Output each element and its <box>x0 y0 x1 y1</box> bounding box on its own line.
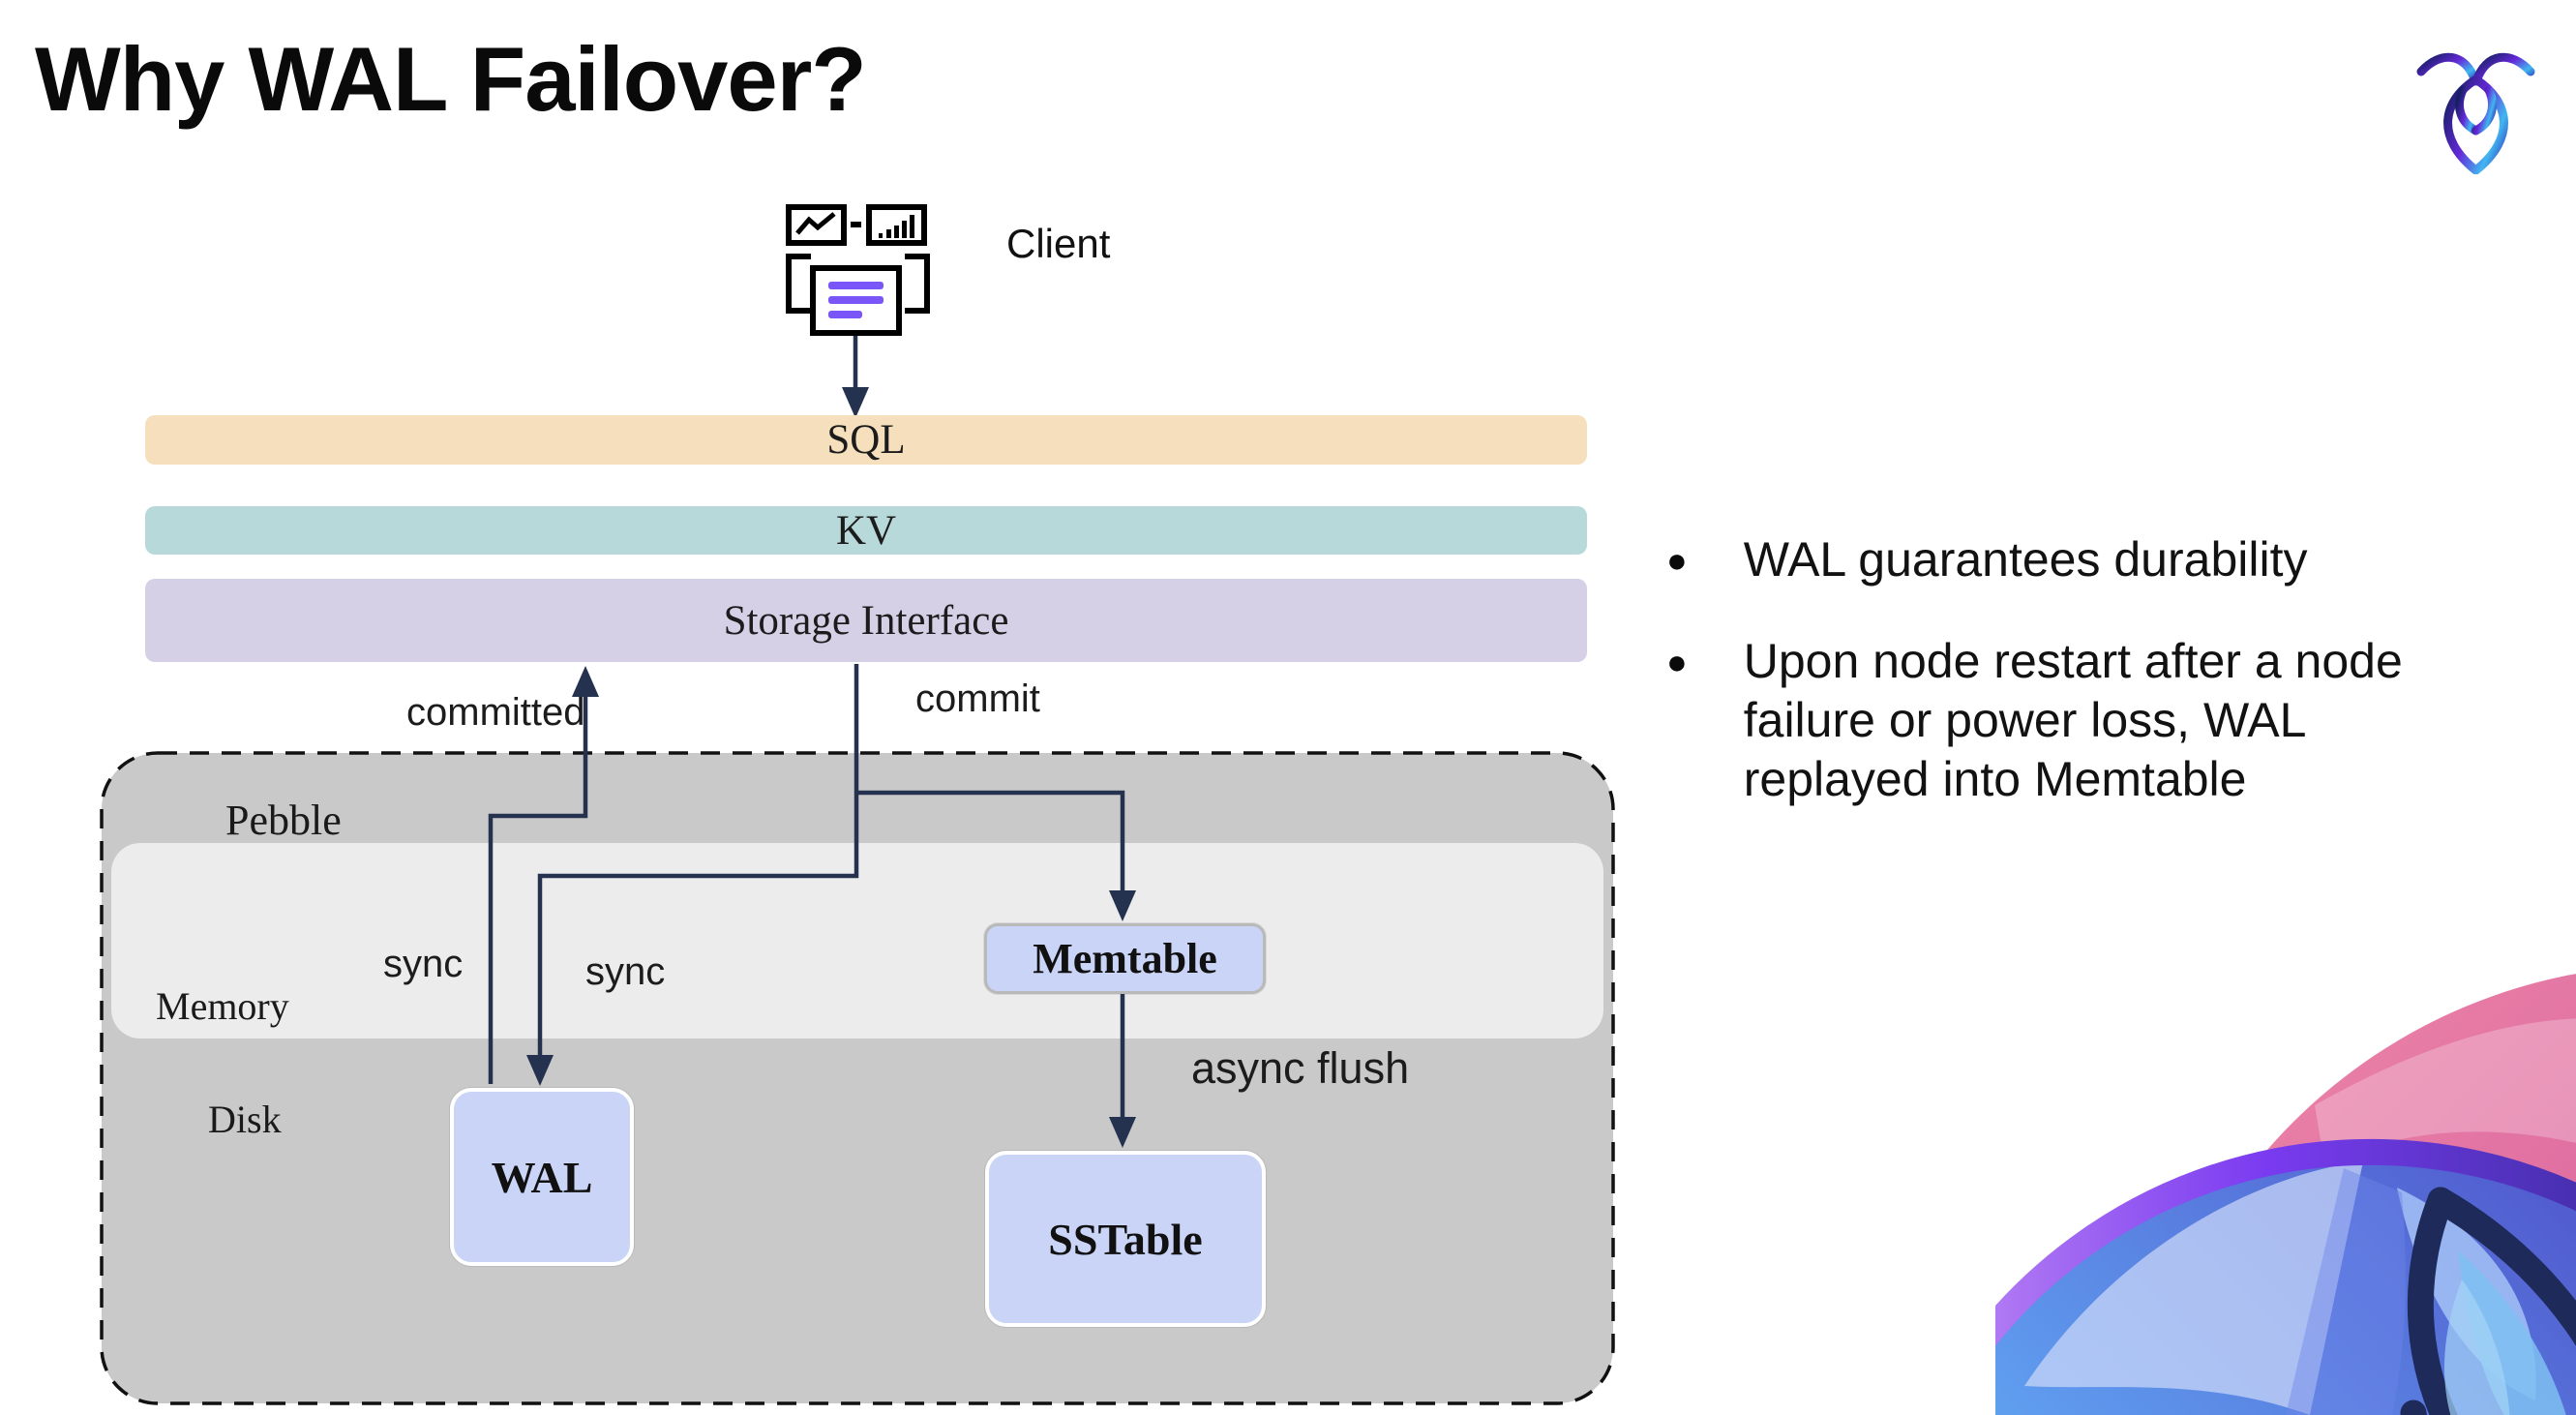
page-title: Why WAL Failover? <box>35 28 867 130</box>
line-chart-icon <box>786 204 847 246</box>
edge-commit-sync <box>537 664 859 1059</box>
sstable-label: SSTable <box>1048 1214 1203 1264</box>
list-item: ● Upon node restart after a node failure… <box>1666 632 2499 809</box>
layer-kv: KV <box>145 506 1587 555</box>
sync-right-label: sync <box>585 950 666 993</box>
node-sstable: SSTable <box>985 1151 1266 1327</box>
document-icon <box>810 265 902 336</box>
bar-chart-icon <box>866 204 927 246</box>
committed-label: committed <box>406 691 585 734</box>
edge-commit-memtable <box>856 790 1125 894</box>
layer-storage-interface: Storage Interface <box>145 579 1587 662</box>
dash-connector <box>851 222 861 227</box>
purple-arc <box>1995 1138 2576 1346</box>
client-label: Client <box>1006 221 1111 266</box>
bullet-list: ● WAL guarantees durability ● Upon node … <box>1666 530 2499 852</box>
arrowhead-sync-wal <box>526 1055 554 1086</box>
cockroachdb-logo-icon <box>2416 52 2535 174</box>
arrowhead-sstable <box>1109 1117 1136 1148</box>
node-wal: WAL <box>450 1088 634 1266</box>
memtable-label: Memtable <box>1033 935 1217 982</box>
list-item: ● WAL guarantees durability <box>1666 530 2499 589</box>
bullet-dot-icon: ● <box>1666 540 1688 580</box>
memory-band <box>111 843 1603 1039</box>
disk-label: Disk <box>208 1098 282 1141</box>
async-flush-label: async flush <box>1191 1043 1410 1093</box>
memory-label: Memory <box>156 984 289 1028</box>
arrowhead-sql <box>842 387 869 418</box>
node-memtable: Memtable <box>984 923 1266 994</box>
roach-body-left <box>2407 1187 2458 1415</box>
commit-label: commit <box>915 677 1040 720</box>
pink-sphere <box>2142 974 2576 1415</box>
layer-storage-interface-label: Storage Interface <box>723 597 1009 644</box>
bracket-frame-icon <box>786 254 930 314</box>
pebble-label: Pebble <box>225 797 342 844</box>
layer-sql-label: SQL <box>826 417 906 463</box>
brand-corner-art <box>1995 974 2576 1415</box>
bullet-dot-icon: ● <box>1666 642 1688 681</box>
edge-committed <box>488 695 588 1084</box>
blue-sphere <box>1995 1152 2576 1415</box>
bullet-text: WAL guarantees durability <box>1743 532 2308 587</box>
bullet-text: Upon node restart after a node failure o… <box>1743 634 2403 806</box>
wal-label: WAL <box>491 1152 593 1202</box>
client-icon <box>780 198 935 339</box>
layer-sql: SQL <box>145 415 1587 465</box>
roach-body-right <box>2427 1187 2576 1346</box>
sync-left-label: sync <box>383 943 464 985</box>
layer-kv-label: KV <box>835 507 897 554</box>
arrowhead-memtable <box>1109 890 1136 921</box>
